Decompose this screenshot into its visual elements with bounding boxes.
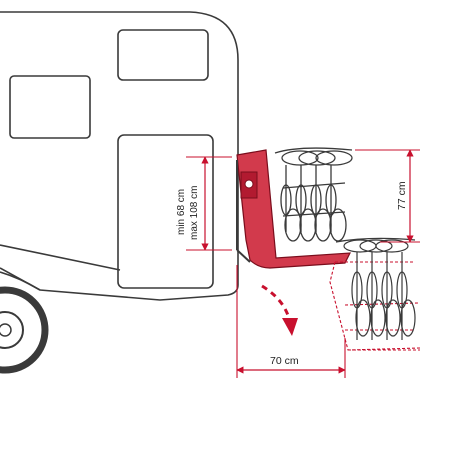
rack-height-label: 77 cm — [396, 181, 408, 210]
tilted-bikes-outline — [335, 237, 416, 340]
upper-window — [117, 29, 209, 81]
side-window — [9, 75, 91, 139]
body-skirt-line — [0, 244, 121, 271]
max-height-label: max 108 cm — [189, 186, 200, 240]
rear-wheel — [0, 286, 49, 374]
tilted-frame — [329, 261, 421, 351]
min-height-label: min 68 cm — [176, 189, 187, 235]
tilt-arrow — [261, 284, 298, 336]
body-bottom-line — [0, 267, 41, 291]
rack-frame — [236, 149, 352, 269]
upper-bikes — [274, 147, 353, 242]
dimension-rack-height: 77 cm — [355, 149, 420, 243]
dimension-tilt-depth: 70 cm — [236, 265, 346, 378]
rack-bracket — [236, 149, 352, 269]
motorhome-outline — [0, 11, 239, 301]
dimension-mount-height: min 68 cm max 108 cm — [176, 156, 232, 251]
motorhome — [0, 11, 239, 301]
door — [117, 134, 214, 289]
tilt-depth-label: 70 cm — [270, 355, 299, 367]
